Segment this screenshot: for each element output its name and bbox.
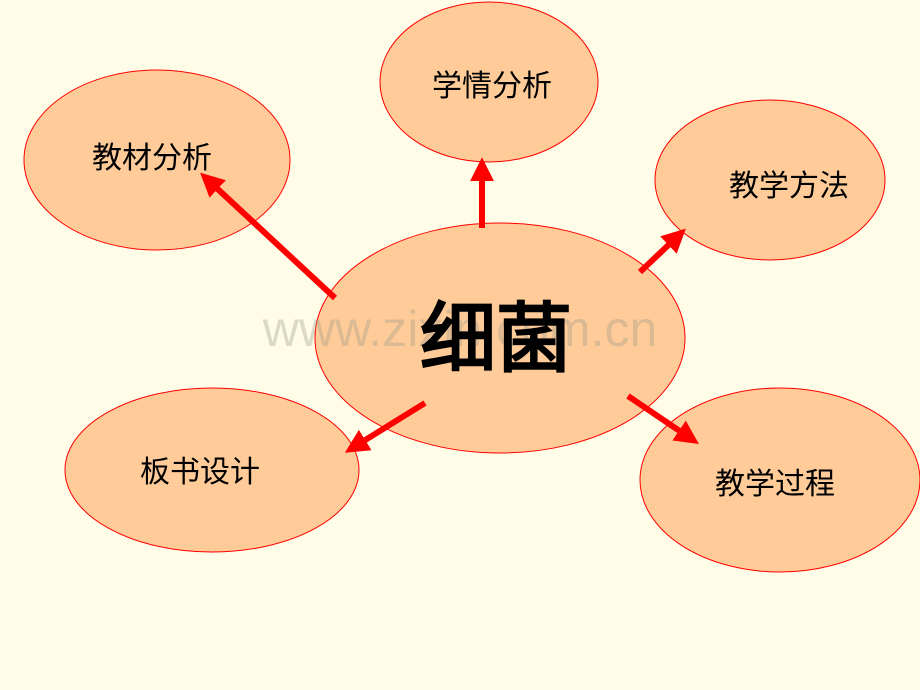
node-textbook-analysis bbox=[23, 69, 291, 251]
arrow-to-teaching-method bbox=[637, 228, 686, 275]
node-blackboard-design bbox=[64, 387, 360, 553]
node-label-teaching-method: 教学方法 bbox=[729, 169, 849, 204]
center-label: 细菌 bbox=[420, 294, 572, 383]
node-label-student-analysis: 学情分析 bbox=[432, 69, 552, 104]
arrows bbox=[200, 157, 699, 453]
watermark: www.zixin.com.cn bbox=[262, 301, 658, 357]
node-teaching-process bbox=[639, 387, 920, 573]
node-label-teaching-process: 教学过程 bbox=[715, 467, 835, 502]
arrow-to-textbook-analysis bbox=[200, 172, 338, 301]
arrow-to-teaching-process bbox=[626, 393, 699, 445]
node-label-textbook-analysis: 教材分析 bbox=[92, 141, 212, 176]
node-teaching-method bbox=[654, 99, 886, 261]
arrow-to-blackboard-design bbox=[344, 400, 427, 453]
center-node bbox=[314, 222, 686, 454]
node-label-blackboard-design: 板书设计 bbox=[140, 455, 260, 490]
